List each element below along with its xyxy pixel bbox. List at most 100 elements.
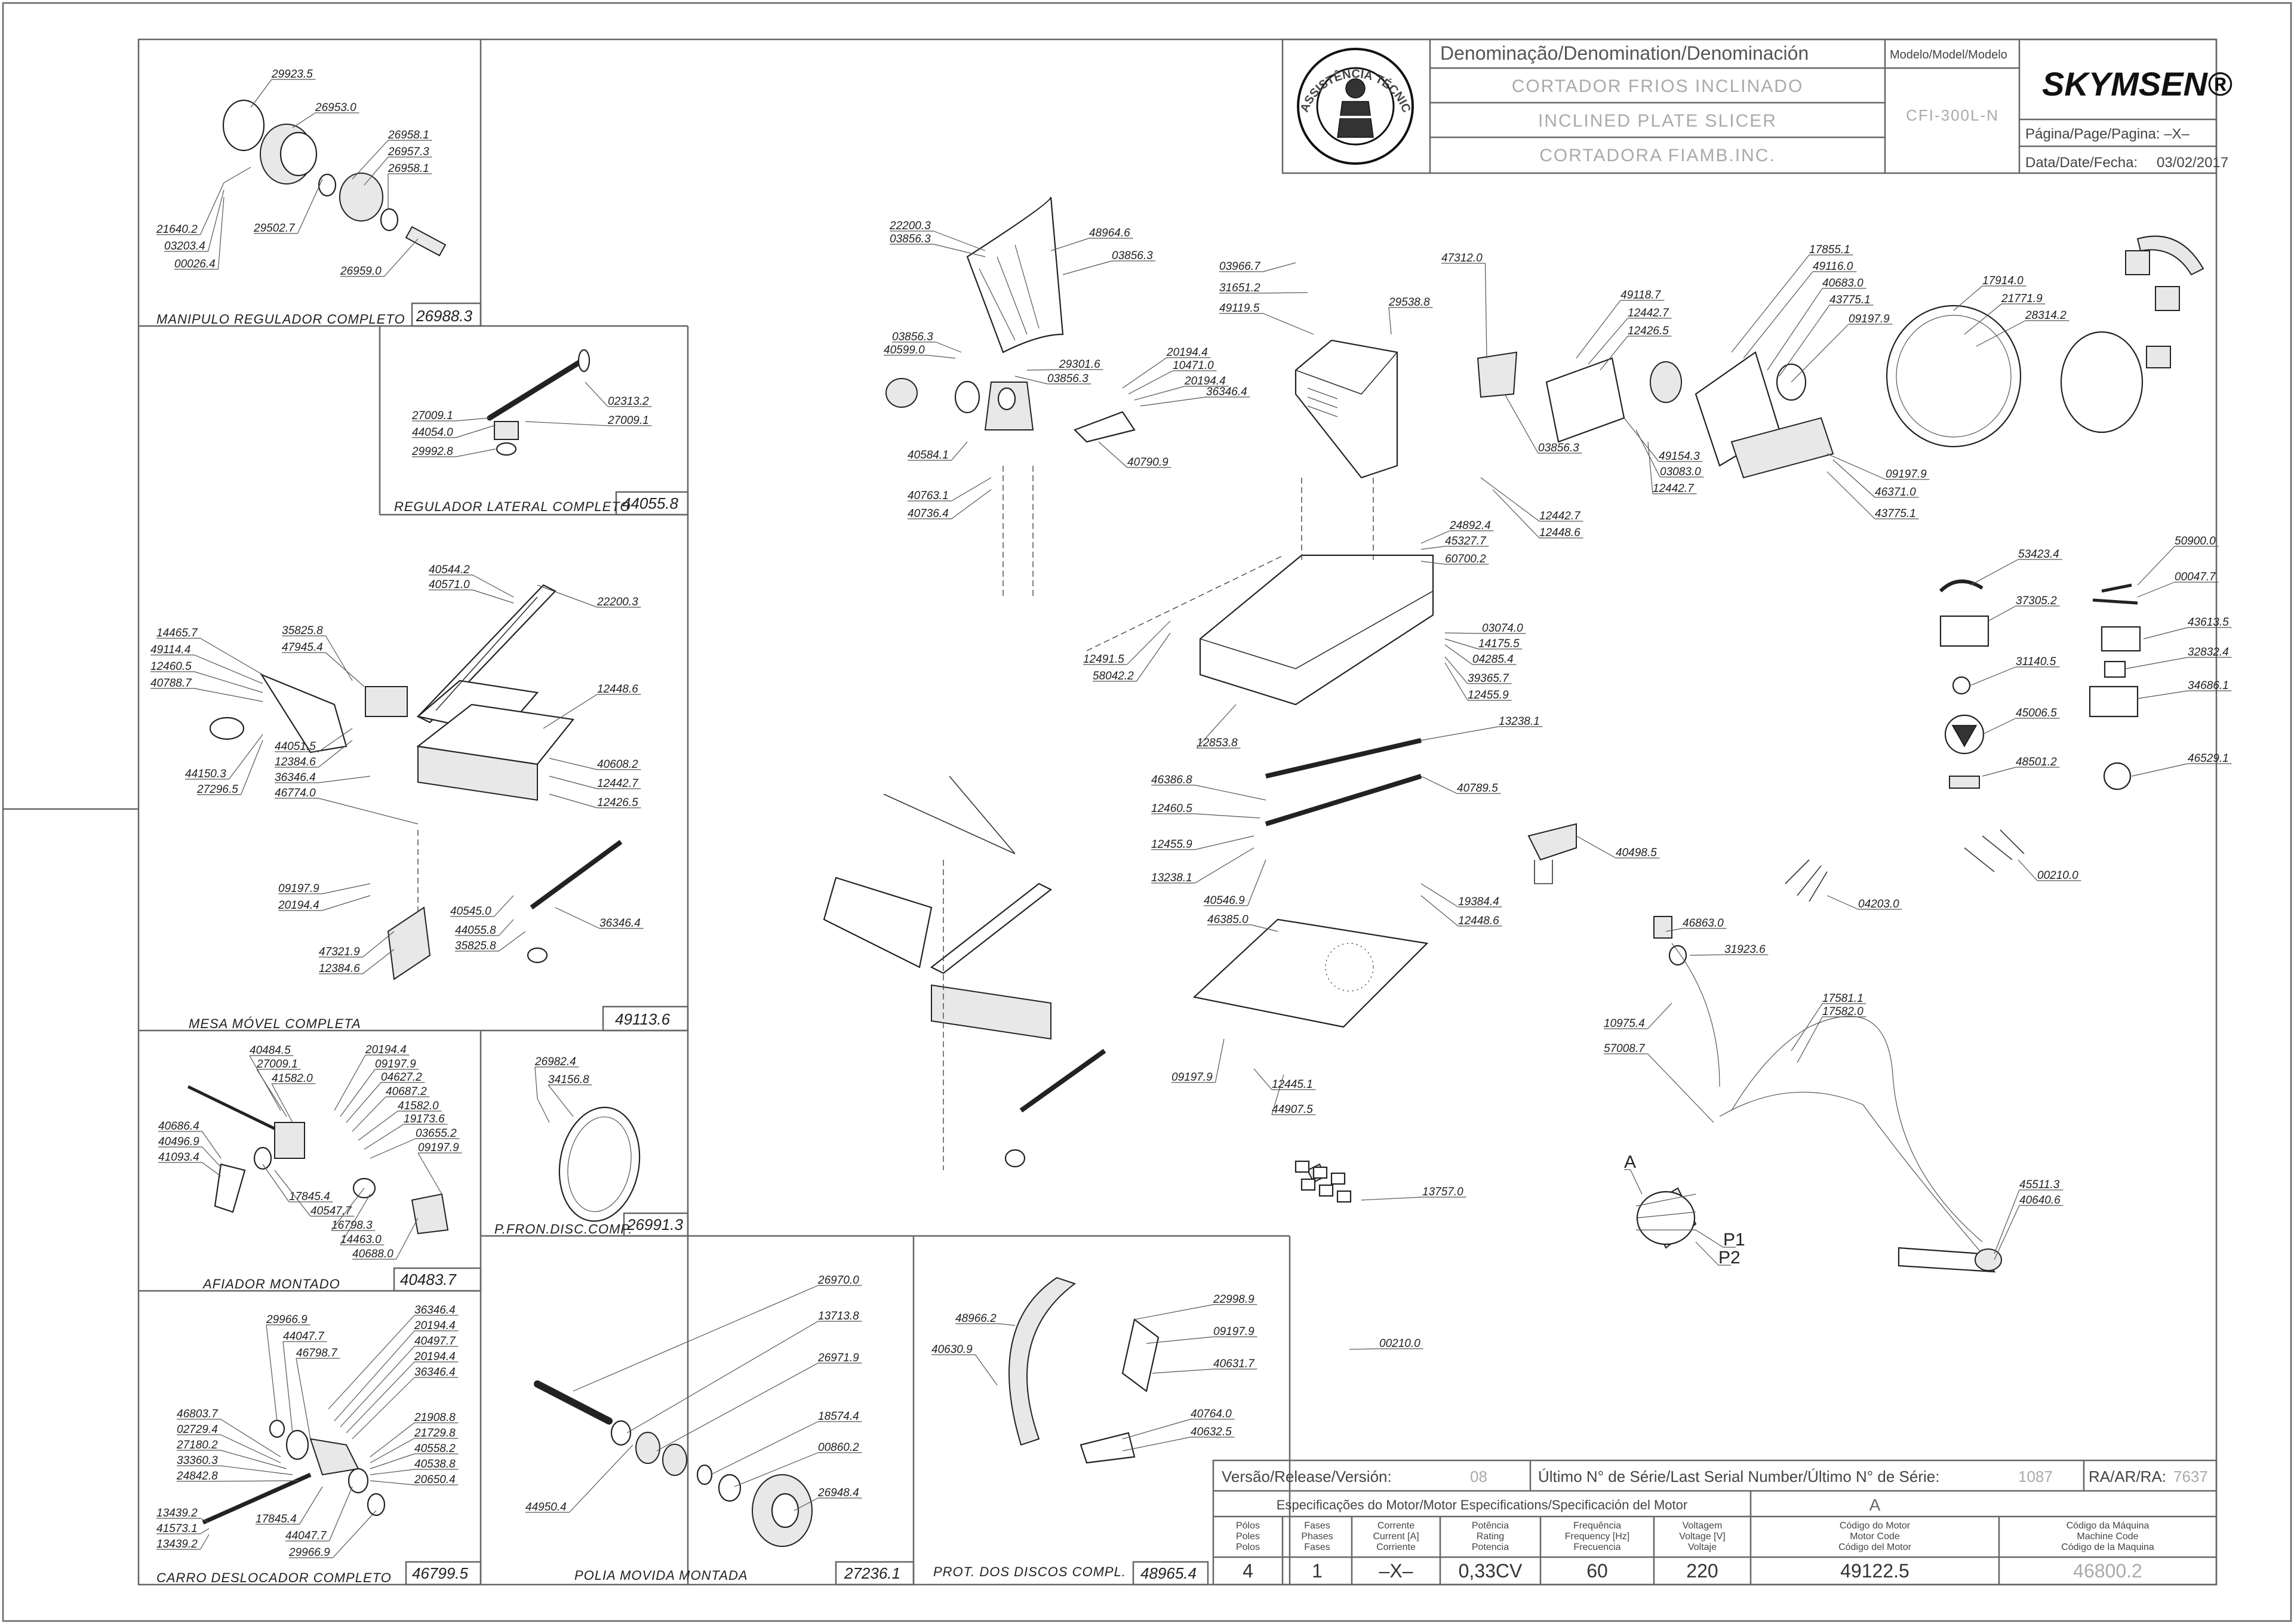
leader-line bbox=[933, 230, 986, 251]
leader-line bbox=[217, 196, 225, 270]
part-number-label: 49119.5 bbox=[1219, 302, 1260, 315]
part-number-label: 26959.0 bbox=[340, 265, 382, 278]
leader-line bbox=[395, 1217, 419, 1260]
leader-line bbox=[200, 1518, 210, 1523]
part-number-label: 40544.2 bbox=[429, 564, 470, 576]
part-number-label: 03856.3 bbox=[1047, 373, 1088, 385]
part-number-label: 17855.1 bbox=[1809, 244, 1850, 256]
spec-label: Especificações do Motor/Motor Especifica… bbox=[1277, 1497, 1687, 1512]
part-number-label: 53423.4 bbox=[2018, 548, 2059, 561]
part-number-label: 27296.5 bbox=[196, 783, 238, 796]
leader-line bbox=[472, 589, 514, 604]
date-label: Data/Date/Fecha: bbox=[2025, 155, 2138, 171]
part-number-label: 40484.5 bbox=[250, 1044, 291, 1057]
leader-line bbox=[1420, 726, 1499, 741]
leader-line bbox=[325, 635, 353, 681]
leader-line bbox=[1779, 304, 1830, 377]
leader-line bbox=[362, 931, 395, 958]
leader-line bbox=[2137, 690, 2188, 699]
part-number-label: 29923.5 bbox=[271, 68, 313, 81]
part-number-label: 20194.4 bbox=[1166, 346, 1208, 359]
part-number-label: 21771.9 bbox=[2001, 293, 2043, 305]
leader-line bbox=[456, 448, 496, 457]
part-number-label: 12460.5 bbox=[150, 660, 192, 673]
version-value: 08 bbox=[1470, 1468, 1487, 1485]
part-number-label: 45327.7 bbox=[1445, 535, 1487, 548]
part-number-label: 12384.6 bbox=[319, 962, 360, 975]
part-number-label: 44051.5 bbox=[275, 740, 316, 753]
part-number-label: 43775.1 bbox=[1829, 294, 1871, 306]
part-number-label: 40546.9 bbox=[1204, 894, 1245, 907]
part-number-label: 02729.4 bbox=[177, 1423, 218, 1436]
leader-line bbox=[1665, 928, 1683, 932]
leader-line bbox=[364, 156, 389, 186]
spec-col-motor-code: Código do Motor Motor Code Código del Mo… bbox=[1838, 1521, 1912, 1582]
part-number-label: 10471.0 bbox=[1173, 359, 1214, 372]
leader-line bbox=[1263, 262, 1296, 272]
svg-text:Corriente: Corriente bbox=[1376, 1542, 1416, 1552]
part-number-label: 32832.4 bbox=[2188, 646, 2229, 659]
leader-line bbox=[322, 895, 371, 911]
leader-line bbox=[1253, 1068, 1272, 1090]
leader-line bbox=[352, 1377, 415, 1440]
part-number-label: 12448.6 bbox=[1539, 527, 1580, 539]
leader-line bbox=[1128, 370, 1173, 395]
part-number-label: 40688.0 bbox=[352, 1248, 393, 1260]
leader-line bbox=[1134, 386, 1185, 401]
carriage-graphic bbox=[885, 196, 1136, 597]
part-number-label: P1 bbox=[1723, 1230, 1745, 1250]
leader-line bbox=[569, 1444, 634, 1513]
part-number-label: 40547.7 bbox=[310, 1205, 352, 1217]
leader-line bbox=[2143, 627, 2188, 639]
svg-text:Fases: Fases bbox=[1304, 1521, 1330, 1531]
phases-value: 1 bbox=[1312, 1560, 1323, 1582]
part-number-label: 13713.8 bbox=[818, 1310, 859, 1322]
ra-label: RA/AR/RA: bbox=[2089, 1468, 2166, 1485]
leader-line bbox=[318, 740, 353, 768]
part-number-label: 12426.5 bbox=[1628, 325, 1669, 337]
leader-line bbox=[1976, 320, 2026, 347]
part-number-label: 12442.7 bbox=[1628, 307, 1669, 319]
leader-line bbox=[1420, 530, 1450, 544]
leader-line bbox=[1600, 336, 1628, 371]
leader-line bbox=[202, 1162, 222, 1177]
leader-line bbox=[1982, 718, 2016, 735]
leader-line bbox=[548, 1084, 574, 1117]
leader-line bbox=[384, 238, 419, 277]
leader-line bbox=[194, 654, 263, 684]
part-number-label: 20194.4 bbox=[414, 1351, 456, 1363]
brand-logo: SKYMSEN® bbox=[2042, 65, 2233, 103]
leader-line bbox=[1420, 883, 1459, 908]
part-number-label: 41582.0 bbox=[272, 1072, 313, 1085]
part-number-label: 45006.5 bbox=[2016, 707, 2057, 719]
part-number-label: 13238.1 bbox=[1151, 872, 1192, 884]
leader-line bbox=[2018, 859, 2038, 881]
part-number-label: 33360.3 bbox=[177, 1454, 218, 1467]
part-number-label: 26953.0 bbox=[315, 102, 356, 114]
part-number-label: 12853.8 bbox=[1197, 737, 1238, 749]
part-number-label: 44055.8 bbox=[455, 924, 496, 937]
leader-line bbox=[1420, 895, 1459, 927]
leader-line bbox=[1695, 1241, 1719, 1266]
leader-line bbox=[1826, 471, 1875, 519]
leader-line bbox=[626, 1321, 819, 1434]
leader-line bbox=[1152, 1368, 1214, 1374]
part-number-label: 26948.4 bbox=[817, 1487, 859, 1499]
box-title: MANIPULO REGULADOR COMPLETO bbox=[156, 312, 405, 327]
leader-line bbox=[951, 477, 992, 502]
leader-line bbox=[2137, 546, 2175, 586]
leader-line bbox=[951, 489, 992, 519]
box-code: 48965.4 bbox=[1140, 1564, 1197, 1582]
leader-line bbox=[1444, 662, 1468, 701]
part-number-label: 18574.4 bbox=[818, 1410, 859, 1423]
leader-line bbox=[1994, 1189, 2020, 1254]
leader-line bbox=[1484, 263, 1487, 359]
part-number-label: 47945.4 bbox=[282, 641, 323, 654]
labels-graphic bbox=[1785, 579, 2141, 902]
svg-text:Frequency [Hz]: Frequency [Hz] bbox=[1565, 1531, 1629, 1542]
part-number-label: 34686.1 bbox=[2188, 679, 2229, 692]
leader-line bbox=[1050, 238, 1090, 251]
part-number-label: 41093.4 bbox=[158, 1151, 199, 1164]
part-number-label: 02313.2 bbox=[608, 395, 649, 408]
part-number-label: 46803.7 bbox=[177, 1408, 219, 1420]
